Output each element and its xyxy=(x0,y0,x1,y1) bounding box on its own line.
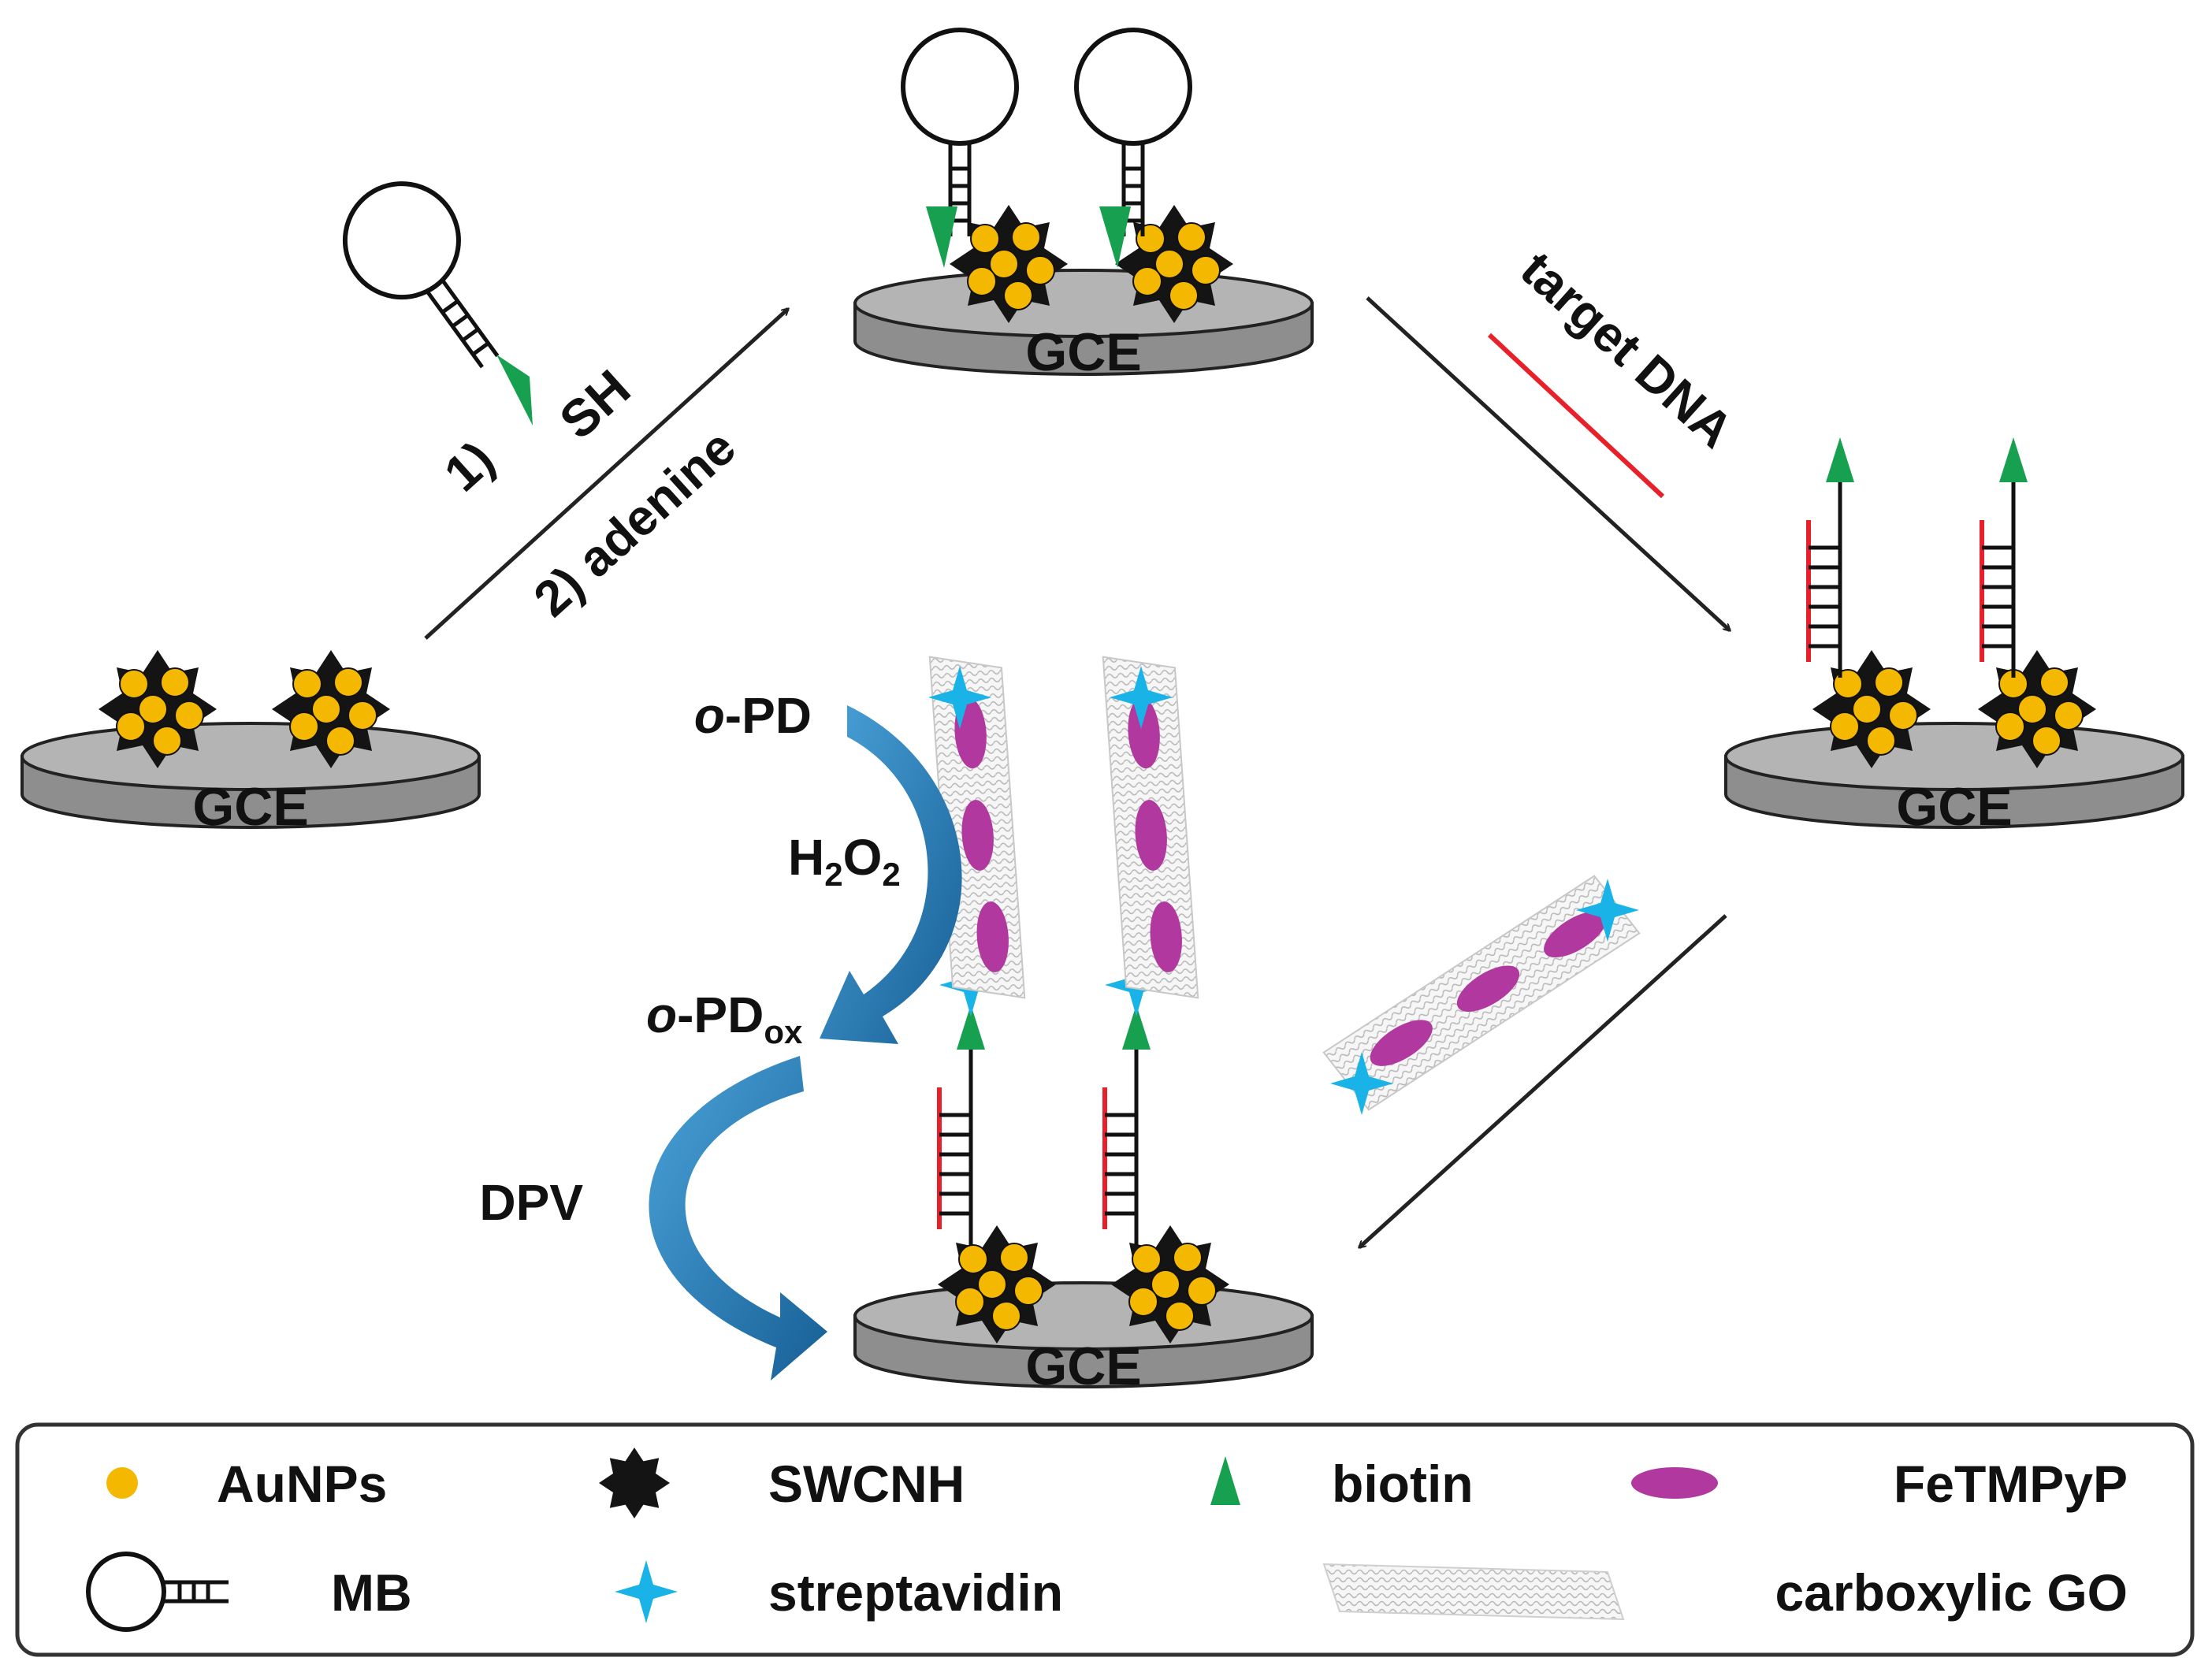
fetmpyp-swatch xyxy=(1631,1467,1718,1499)
biotin-swatch xyxy=(1210,1456,1240,1505)
electrode-stage3: GCE xyxy=(1724,437,2184,837)
legend-aunps: AuNPs xyxy=(106,1455,387,1513)
substrate-label: o-PD xyxy=(694,687,812,744)
thiol-biotin-marker xyxy=(496,355,533,426)
legend-swcnh: SWCNH xyxy=(599,1448,965,1518)
aunp-swatch xyxy=(106,1467,138,1499)
electrode-stage1: GCE xyxy=(20,649,481,837)
product-label: o-PDox xyxy=(646,987,803,1050)
legend-mb: MB xyxy=(86,1552,412,1632)
thiol-label: SH xyxy=(548,359,641,450)
legend-carboxylic-go-label: carboxylic GO xyxy=(1775,1563,2128,1622)
electrode-label-4: GCE xyxy=(1025,1336,1141,1396)
detection-arrow xyxy=(649,1056,827,1381)
detection-label: DPV xyxy=(479,1174,583,1231)
legend-streptavidin-label: streptavidin xyxy=(768,1563,1063,1622)
swcnh-swatch xyxy=(599,1448,670,1518)
legend-streptavidin: streptavidin xyxy=(615,1560,1063,1623)
legend-biotin-label: biotin xyxy=(1332,1455,1474,1513)
electrode-label-1: GCE xyxy=(192,777,308,837)
legend: AuNPs SWCNH biotin FeTMPyP MB xyxy=(15,1422,2195,1657)
legend-fetmpyp-label: FeTMPyP xyxy=(1894,1455,2128,1513)
step1-arrow xyxy=(424,309,788,640)
electrode-stage2: GCE xyxy=(853,30,1314,382)
electrode-label-2: GCE xyxy=(1025,322,1141,382)
legend-mb-label: MB xyxy=(331,1563,412,1622)
target-dna-label: target DNA xyxy=(1510,240,1744,459)
free-beacon-sh: SH xyxy=(322,162,641,450)
catalysis-arrow xyxy=(820,705,962,1044)
legend-carboxylic-go: carboxylic GO xyxy=(1322,1563,2128,1622)
go-swatch xyxy=(1322,1563,1625,1621)
legend-biotin: biotin xyxy=(1210,1455,1474,1513)
oxidant-label: H2O2 xyxy=(788,829,901,893)
step3-arrow xyxy=(1359,914,1727,1247)
electrode-stage4: GCE xyxy=(853,651,1314,1396)
free-go-sheet xyxy=(1322,875,1641,1111)
target-dna-strand xyxy=(1487,333,1665,499)
electrode-label-3: GCE xyxy=(1896,777,2012,837)
step1-label-1: 1) xyxy=(433,430,504,503)
legend-aunps-label: AuNPs xyxy=(217,1455,387,1513)
step2-arrow xyxy=(1366,296,1730,630)
legend-swcnh-label: SWCNH xyxy=(768,1455,965,1513)
legend-fetmpyp: FeTMPyP xyxy=(1631,1455,2128,1513)
mb-swatch xyxy=(86,1552,229,1632)
